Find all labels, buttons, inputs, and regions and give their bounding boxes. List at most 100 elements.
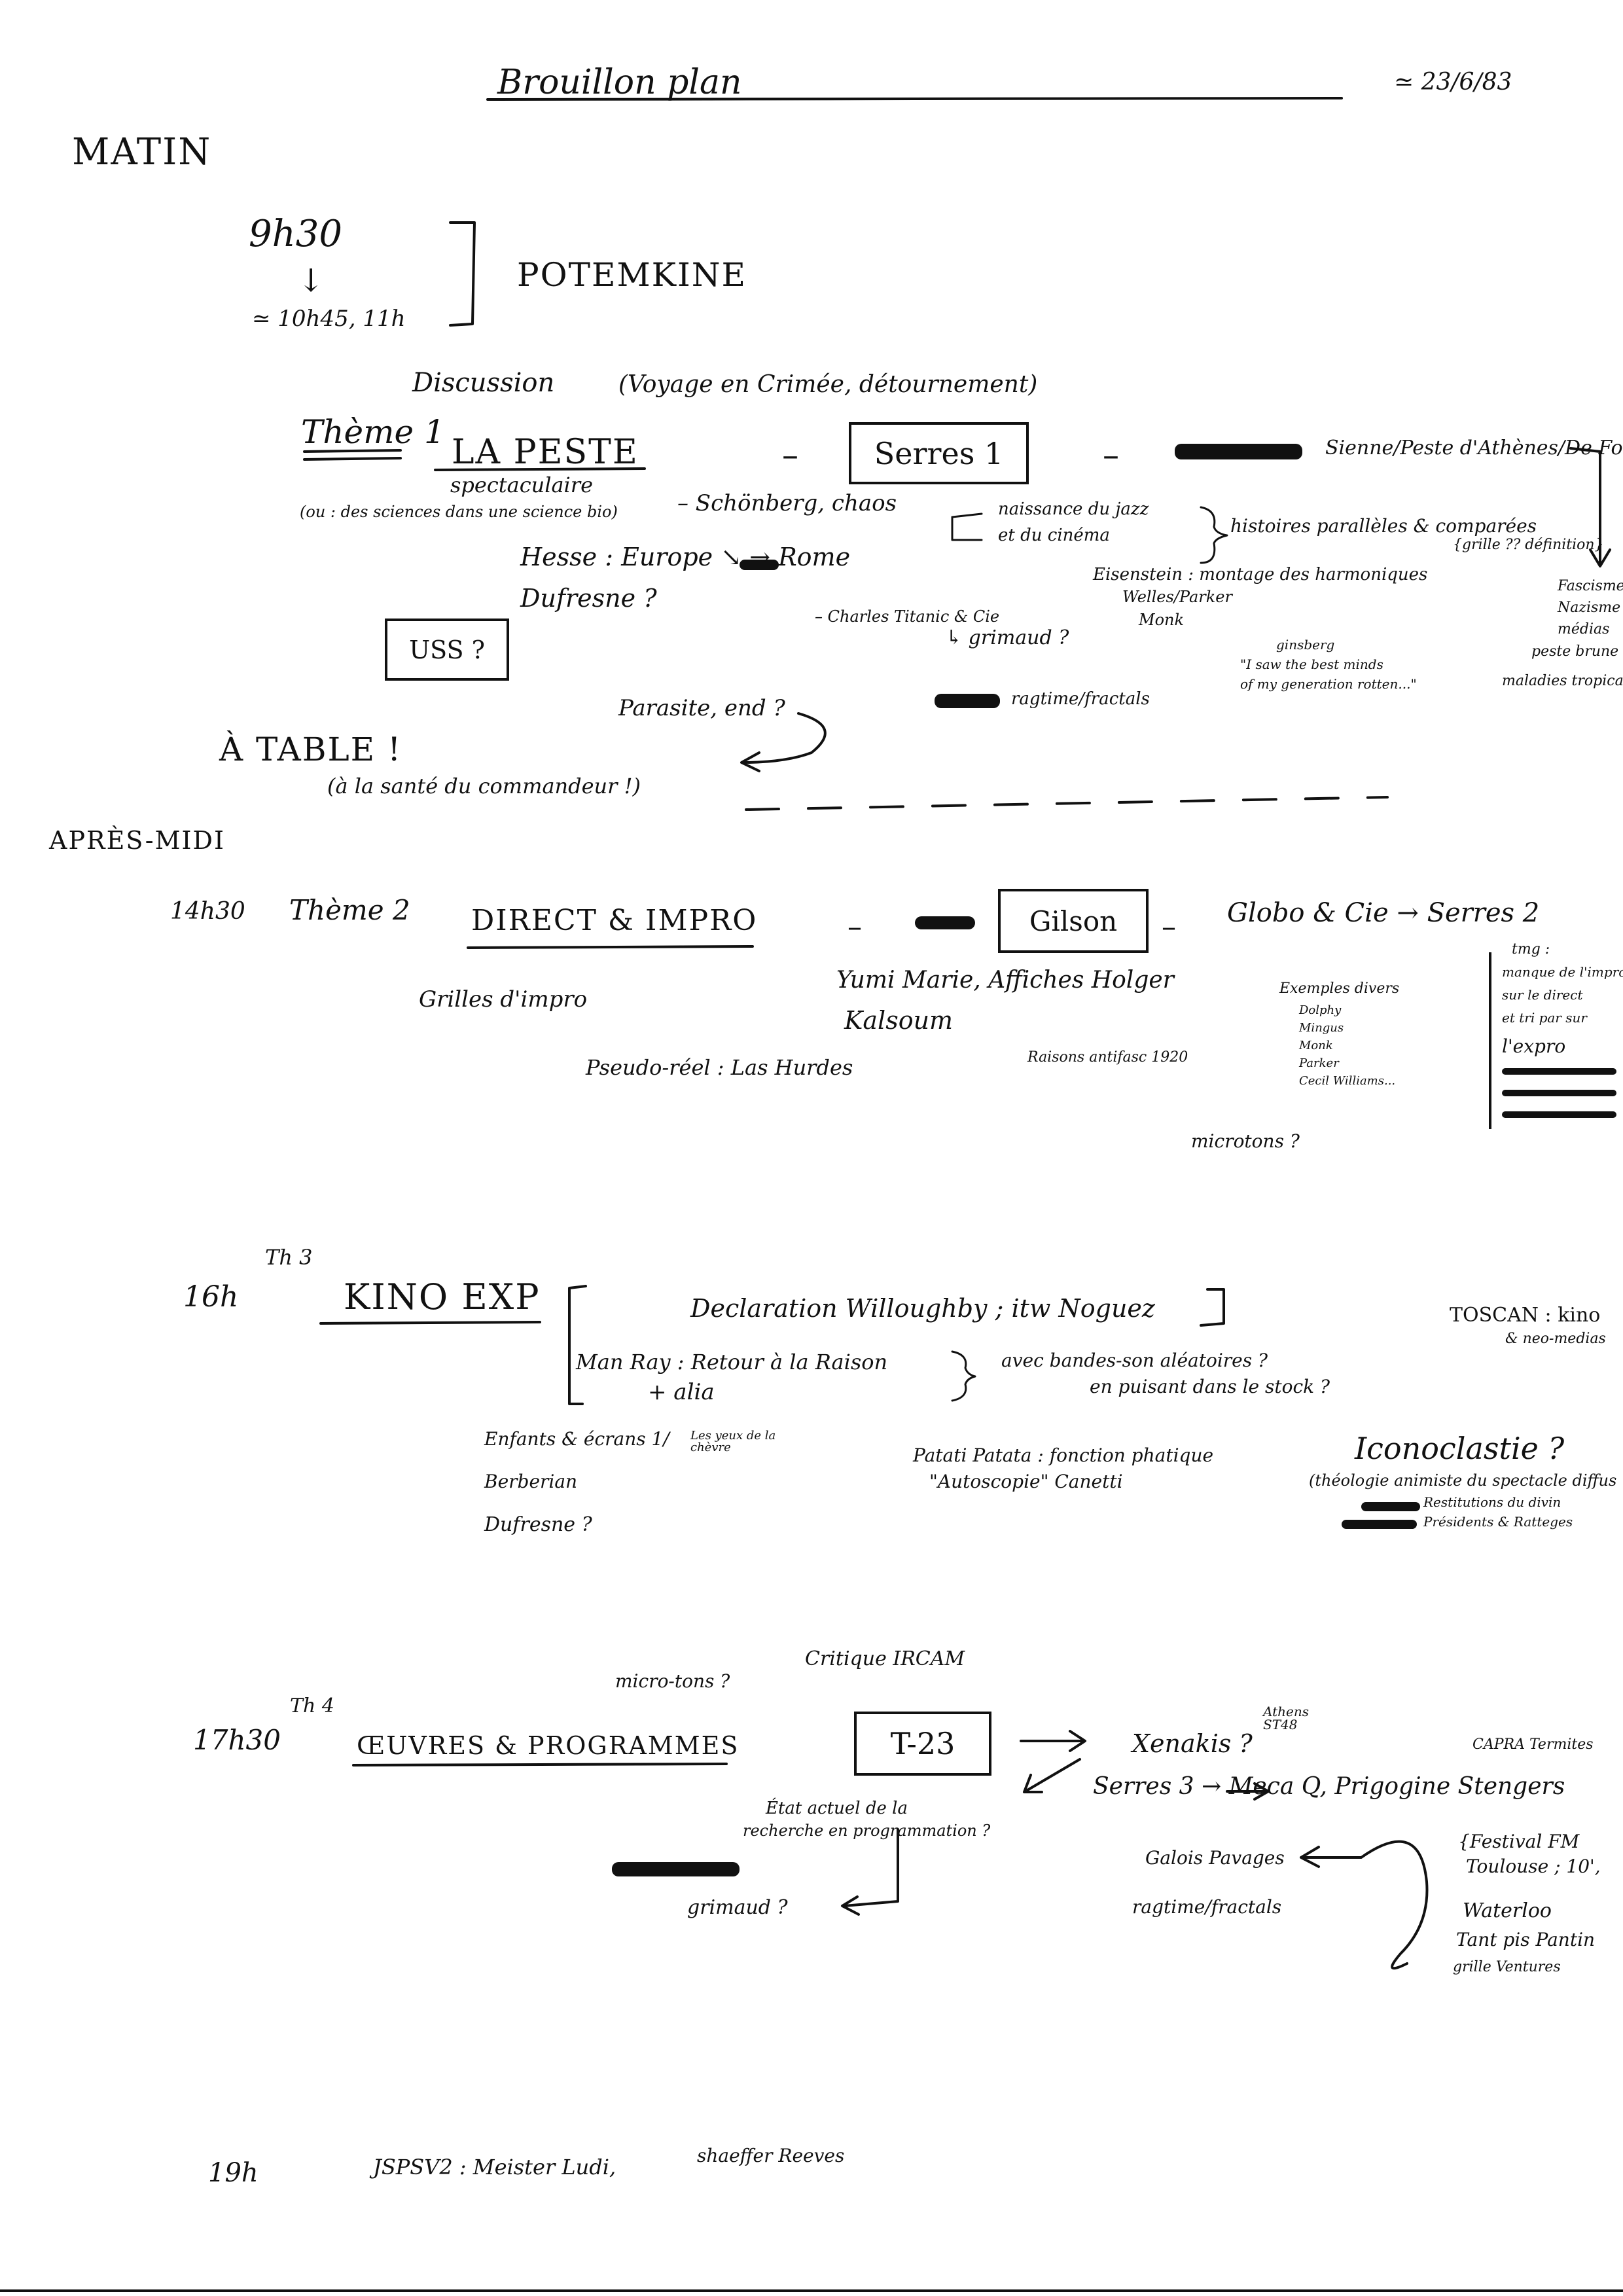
galois-note: Galois Pavages: [1145, 1847, 1285, 1869]
critique-note: Critique IRCAM: [805, 1647, 965, 1670]
dufresne-note: Dufresne ?: [520, 584, 657, 613]
redacted-word: [1342, 1520, 1417, 1529]
redacted-word: [1175, 444, 1302, 459]
right-col-item: Fascisme: [1558, 578, 1623, 594]
redacted-word: [915, 916, 975, 929]
tmg-bar: [1489, 952, 1491, 1129]
bandes-note: avec bandes-son aléatoires ?: [1001, 1350, 1268, 1371]
grilles-note: Grilles d'impro: [419, 986, 588, 1013]
dashed-separator: [745, 796, 1389, 811]
tmg-item: tmg :: [1512, 941, 1550, 958]
grille-note: {grille ?? définition}: [1453, 537, 1604, 553]
oeuvres-underline: [352, 1763, 728, 1767]
s-curve-galois: [1301, 1840, 1429, 1970]
autoscopie-note: "Autoscopie" Canetti: [929, 1471, 1123, 1492]
patati-note: Patati Patata : fonction phatique: [913, 1444, 1214, 1466]
theme1-subtitle: spectaculaire: [450, 473, 594, 497]
tmg-item: manque de l'impro: [1502, 964, 1623, 980]
direct-impro-title: DIRECT & IMPRO: [471, 904, 758, 937]
slot-time: 14h30: [170, 898, 245, 925]
iconoclastie-heading: Iconoclastie ?: [1355, 1431, 1565, 1466]
theme3-label: Th 3: [265, 1245, 313, 1270]
redacted-line: [1502, 1068, 1616, 1075]
welles-note: Welles/Parker: [1122, 588, 1232, 606]
right-col-item: Nazisme: [1558, 600, 1621, 616]
slot-time: 17h30: [193, 1724, 281, 1756]
t23-box: T-23: [854, 1712, 991, 1776]
theme4-label: Th 4: [290, 1695, 334, 1717]
potemkine-title: POTEMKINE: [517, 256, 747, 294]
right-col-item: maladies tropicales: [1502, 673, 1623, 689]
kino-exp-title: KINO EXP: [344, 1276, 541, 1318]
hesse-note: Hesse : Europe ↘ → Rome: [520, 543, 851, 571]
eisenstein-note: Eisenstein : montage des harmoniques: [1093, 565, 1428, 584]
grimaud-note: ↳ grimaud ?: [946, 626, 1069, 649]
redacted-word: [1361, 1502, 1420, 1511]
theme1-label: Thème 1: [301, 413, 445, 451]
ginsberg-line-2: "I saw the best minds: [1240, 656, 1383, 672]
exemples-item: Monk: [1299, 1039, 1333, 1052]
etat-line-1: État actuel de la: [766, 1799, 908, 1818]
shaeffer-note: shaeffer Reeves: [697, 2145, 845, 2166]
brace-histoires: [1200, 506, 1228, 564]
right-bracket: [1569, 447, 1601, 564]
theologie-line-1: (théologie animiste du spectacle diffus: [1309, 1471, 1617, 1490]
toscan-line-1: TOSCAN : kino: [1450, 1304, 1601, 1327]
theologie-line-3: Présidents & Ratteges: [1423, 1514, 1573, 1530]
redacted-word: [612, 1862, 740, 1876]
kino-bracket-left: [568, 1285, 587, 1405]
kino-exp-underline: [319, 1321, 541, 1325]
arrow-etat: [1026, 1758, 1081, 1791]
kino-bracket-right: [1200, 1288, 1225, 1327]
etat-line-2: recherche en programmation ?: [743, 1821, 991, 1840]
redacted-line: [1502, 1111, 1616, 1118]
globo-note: Globo & Cie → Serres 2: [1227, 898, 1540, 928]
exemples-item: Mingus: [1299, 1021, 1344, 1035]
serres-1-box: Serres 1: [849, 422, 1029, 484]
uss-box: USS ?: [385, 619, 509, 681]
page-date: ≃ 23/6/83: [1394, 69, 1512, 96]
dash: –: [1103, 436, 1119, 474]
section-afternoon: APRÈS-MIDI: [49, 826, 226, 855]
oeuvres-title: ŒUVRES & PROGRAMMES: [357, 1731, 740, 1760]
theologie-line-2: Restitutions du divin: [1423, 1494, 1561, 1510]
berberian-note: Berberian: [484, 1471, 578, 1492]
yeux-note: Les yeux de la chèvre: [690, 1429, 776, 1454]
tant-pis-note: Tant pis Pantin: [1456, 1929, 1596, 1950]
page-title: Brouillon plan: [497, 63, 742, 102]
toscan-line-2: & neo-medias: [1505, 1331, 1606, 1347]
alia-note: + alia: [648, 1379, 715, 1405]
tmg-item: sur le direct: [1502, 987, 1583, 1003]
section-morning: MATIN: [72, 131, 212, 173]
theme1-title: LA PESTE: [452, 433, 639, 472]
sante-note: (à la santé du commandeur !): [327, 774, 641, 798]
festival-line-2: Toulouse ; 10',: [1466, 1856, 1601, 1877]
a-table-heading: À TABLE !: [219, 730, 402, 768]
slot-time: 19h: [208, 2158, 259, 2188]
xenakis-note: Xenakis ?: [1132, 1729, 1253, 1758]
enfants-note: Enfants & écrans 1/: [484, 1428, 669, 1450]
morning-time-end: ≃ 10h45, 11h: [252, 306, 406, 332]
la-peste-underline: [434, 467, 646, 471]
title-underline: [486, 97, 1343, 101]
sienne-note: Sienne/Peste d'Athènes/De Foe: [1325, 437, 1623, 459]
right-bracket-arrow: [1589, 548, 1611, 567]
direct-impro-underline: [467, 945, 754, 949]
gilson-box: Gilson: [998, 889, 1149, 953]
theme2-label: Thème 2: [289, 894, 410, 926]
manray-note: Man Ray : Retour à la Raison: [576, 1350, 888, 1374]
monk-note: Monk: [1139, 611, 1185, 629]
raisons-note: Raisons antifasc 1920: [1027, 1049, 1188, 1066]
microtons-note-2: micro-tons ?: [615, 1670, 730, 1692]
brace-bandes: [951, 1350, 976, 1402]
right-col-item: peste brune: [1531, 643, 1619, 660]
evening-note: JSPSV2 : Meister Ludi,: [373, 2155, 616, 2179]
athens-note: Athens ST48: [1263, 1704, 1309, 1732]
ginsberg-line-1: ginsberg: [1276, 637, 1335, 653]
potemkine-bracket: [449, 221, 476, 327]
exemples-item: Cecil Williams...: [1299, 1074, 1396, 1088]
morning-time-start: 9h30: [249, 213, 342, 255]
tmg-item: l'expro: [1502, 1035, 1566, 1057]
exemples-item: Parker: [1299, 1056, 1339, 1070]
